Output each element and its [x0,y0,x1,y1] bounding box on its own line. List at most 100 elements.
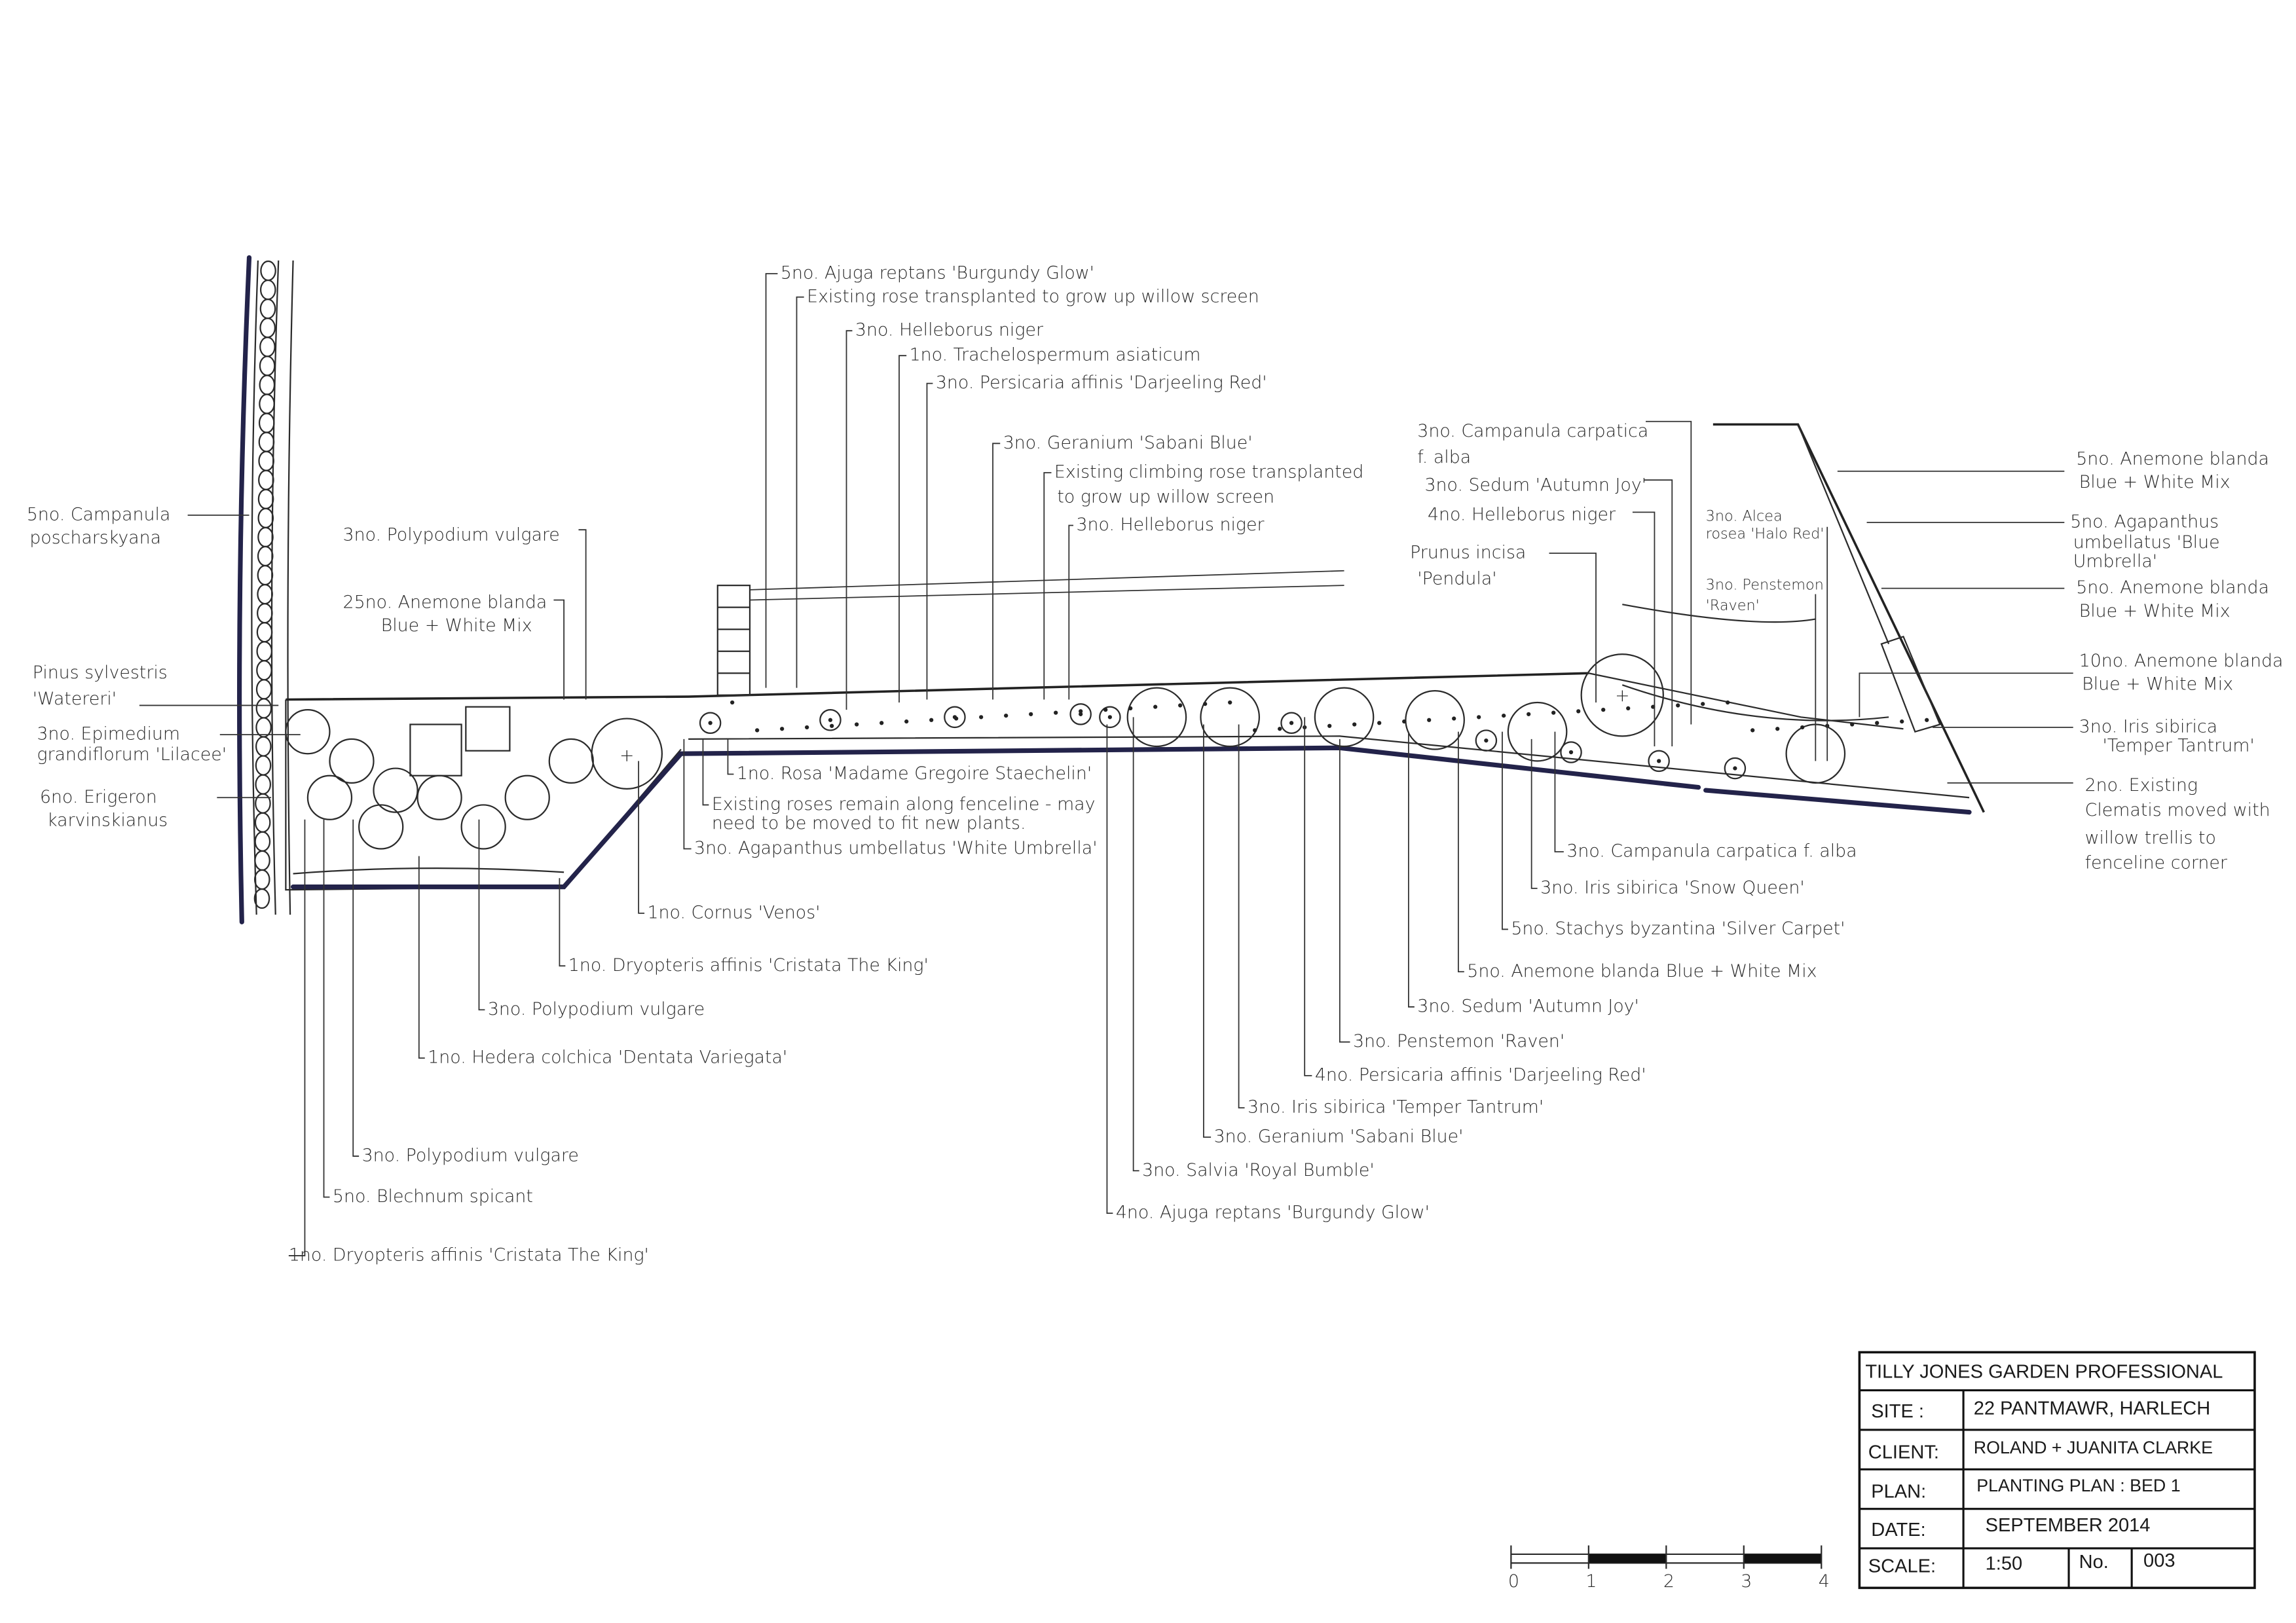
plant-dot [1502,713,1506,718]
plant-label: 3no. Penstemon [1706,577,1824,594]
plant-label: 3no. Campanula carpatica f. alba [1566,841,1857,861]
pebble [259,356,276,376]
plant-circle [1648,750,1670,773]
svg-text:+: + [620,746,634,766]
plant-dot [1079,709,1083,714]
plant-label: 3no. Geranium 'Sabani Blue' [1214,1126,1464,1146]
plant-group [373,767,418,813]
scale-tick: 4 [1819,1571,1830,1592]
pebble [259,318,276,338]
plant-label: Existing climbing rose transplanted [1054,462,1363,483]
plant-label: 3no. Iris sibirica 'Snow Queen' [1540,877,1805,898]
plant-label: 3no. Polypodium vulgare [362,1145,579,1165]
plant-label: 3no. Agapanthus umbellatus 'White Umbrel… [694,838,1098,858]
plant-label: 5no. Anemone blanda Blue + White Mix [1467,961,1817,981]
pebble [257,564,274,586]
drawing-number: 003 [2143,1550,2175,1571]
plant-dot [1657,759,1661,763]
plant-dot [1701,702,1705,706]
plant-group [358,804,404,850]
plant-dot [1228,700,1232,705]
plant-dot [1128,706,1133,711]
pebble [256,641,273,662]
plant-dot [1054,710,1058,715]
plant-dot [1484,738,1489,743]
plant-label: 3no. Epimedium [37,724,180,744]
plant-label: Blue + White Mix [2079,472,2231,492]
plant-group [285,709,331,755]
plant-label: Existing rose transplanted to grow up wi… [807,286,1259,306]
plant-label: 25no. Anemone blanda [343,592,547,612]
company-name: TILLY JONES GARDEN PROFESSIONAL [1865,1361,2223,1382]
plant-group [1126,687,1187,748]
plant-dot [1626,706,1631,711]
plant-dot [1551,710,1556,715]
number-label: No. [2079,1552,2109,1573]
plant-label: 3no. Iris sibirica [2079,716,2217,737]
plant-dot [1800,725,1805,730]
plant-dot [708,721,713,725]
labels-far-right: 5no. Anemone blanda Blue + White Mix 5no… [2070,448,2283,873]
plant-label: 5no. Blechnum spicant [333,1186,533,1207]
plant-dot [1253,728,1257,733]
pebble [258,469,274,490]
scale-tick: 3 [1741,1571,1752,1592]
note-label: willow trellis to [2085,828,2216,848]
plant-label: 1no. Hedera colchica 'Dentata Variegata' [428,1048,787,1068]
pebble [259,299,276,319]
plant-label: 1no. Trachelospermum asiaticum [910,345,1201,365]
plant-label: 'Raven' [1706,597,1760,614]
plant-dot [1203,702,1208,706]
labels-right-upper: 3no. Campanula carpatica f. alba 3no. Se… [1410,421,1824,614]
plant-dot [1377,721,1382,725]
plant-label: umbellatus 'Blue [2073,532,2220,553]
plant-label: 5no. Ajuga reptans 'Burgundy Glow' [781,263,1094,283]
scale-value: 1:50 [1986,1553,2023,1574]
plant-label: 3no. Penstemon 'Raven' [1353,1031,1565,1051]
plant-dot [1289,721,1294,725]
plant-label: 4no. Persicaria affinis 'Darjeeling Red' [1315,1065,1646,1085]
pebble [256,622,273,643]
plant-dot [1103,708,1108,712]
plant-dot [1402,719,1407,724]
pebble [259,279,276,301]
site-value: 22 PANTMAWR, HARLECH [1974,1398,2211,1419]
plant-dot [1726,700,1730,705]
scale-tick: 2 [1663,1571,1675,1592]
plant-label: to grow up willow screen [1057,487,1274,507]
plant-label: grandiflorum 'Lilacee' [37,744,227,765]
pebble [256,660,272,681]
pebble [253,888,270,909]
plant-label: 5no. Anemone blanda [2076,577,2269,598]
pebble [255,717,272,738]
plant-group [460,804,506,850]
pebble [257,602,273,624]
plant-dot [1527,712,1531,716]
scale-label: SCALE: [1868,1556,1936,1577]
plant-dot [1733,766,1737,771]
pebble [260,260,276,282]
plant-group [1405,689,1465,750]
plant-label: Pinus sylvestris [33,663,168,683]
scale-bar: 0 1 2 3 4 [1508,1545,1830,1592]
plant-dot [1875,721,1879,725]
scale-tick: 1 [1585,1571,1597,1592]
plant-label: 3no. Polypodium vulgare [343,525,560,545]
plant-label: 10no. Anemone blanda [2079,651,2284,671]
plant-dot [1427,718,1432,722]
plant-label: Prunus incisa [1410,542,1526,562]
plant-circle [944,706,966,729]
pebble [257,583,273,605]
plan-value: PLANTING PLAN : BED 1 [1976,1476,2180,1495]
plant-dot [1352,722,1357,727]
pebble [255,698,272,719]
plant-group [504,775,550,820]
pebble [254,831,271,852]
plant-label: 3no. Iris sibirica 'Temper Tantrum' [1248,1097,1544,1118]
plant-dot [730,700,735,705]
plant-label: 5no. Stachys byzantina 'Silver Carpet' [1511,919,1845,939]
labels-bottom-left: 1no. Cornus 'Venos' 1no. Dryopteris affi… [289,902,929,1265]
date-value: SEPTEMBER 2014 [1986,1515,2151,1536]
plant-label: 6no. Erigeron [40,787,157,807]
left-border-strip [237,255,294,924]
